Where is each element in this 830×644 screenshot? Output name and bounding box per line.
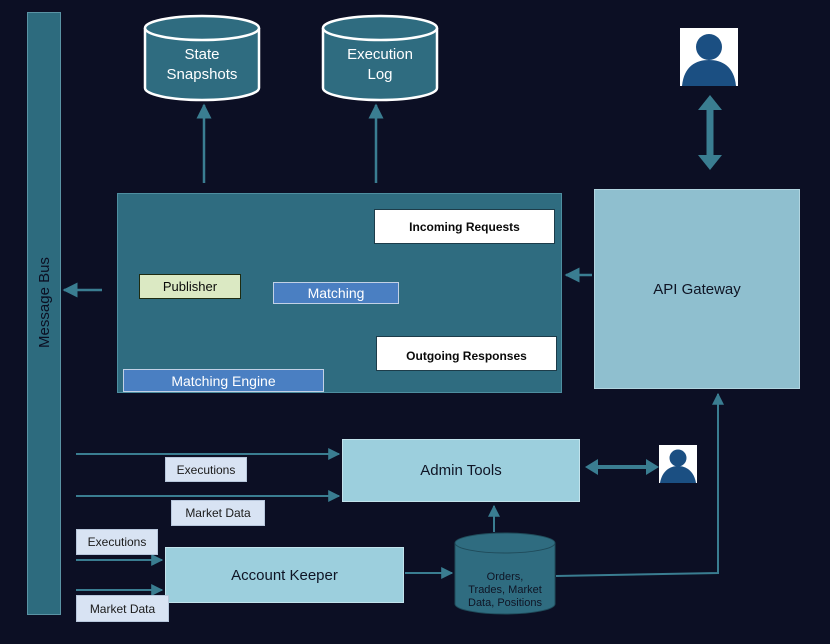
orders-cylinder [454,532,556,615]
gateway-user-arrow-up [698,95,722,110]
user-icon [680,28,738,86]
state-snapshots-cylinder [143,14,261,102]
matching-box: Matching [273,282,399,304]
account-keeper: Account Keeper [165,547,404,603]
publisher-box: Publisher [139,274,241,299]
admin-market-data-tag: Market Data [171,500,265,526]
matching-engine-label: Matching Engine [123,369,324,392]
arrow-orders-to-gateway [555,392,724,577]
admin-user-arrow-left [585,459,598,475]
admin-user-arrow-right [646,459,659,475]
orders-line2: Trades, Market [468,583,542,596]
keeper-market-data-tag: Market Data [76,595,169,622]
gateway-user-arrow-down [698,155,722,170]
admin-executions-tag: Executions [165,457,247,482]
execution-log-label: Execution Log [323,44,437,86]
execution-log-line1: Execution [347,46,413,63]
admin-tools: Admin Tools [342,439,580,502]
state-snapshots-line2: Snapshots [166,66,238,83]
message-bus [27,12,61,615]
state-snapshots-label: State Snapshots [145,44,259,86]
orders-line1: Orders, [486,570,524,583]
incoming-requests: Incoming Requests [374,209,555,244]
user-icon [659,445,697,483]
outgoing-responses: Outgoing Responses [376,336,557,371]
execution-log-cylinder [321,14,439,102]
keeper-executions-tag: Executions [76,529,158,555]
state-snapshots-line1: State [184,46,220,63]
api-gateway: API Gateway [594,189,800,389]
orders-line3: Data, Positions [468,596,542,609]
orders-label: Orders, Trades, Market Data, Positions [455,568,555,612]
execution-log-line2: Log [367,66,393,83]
